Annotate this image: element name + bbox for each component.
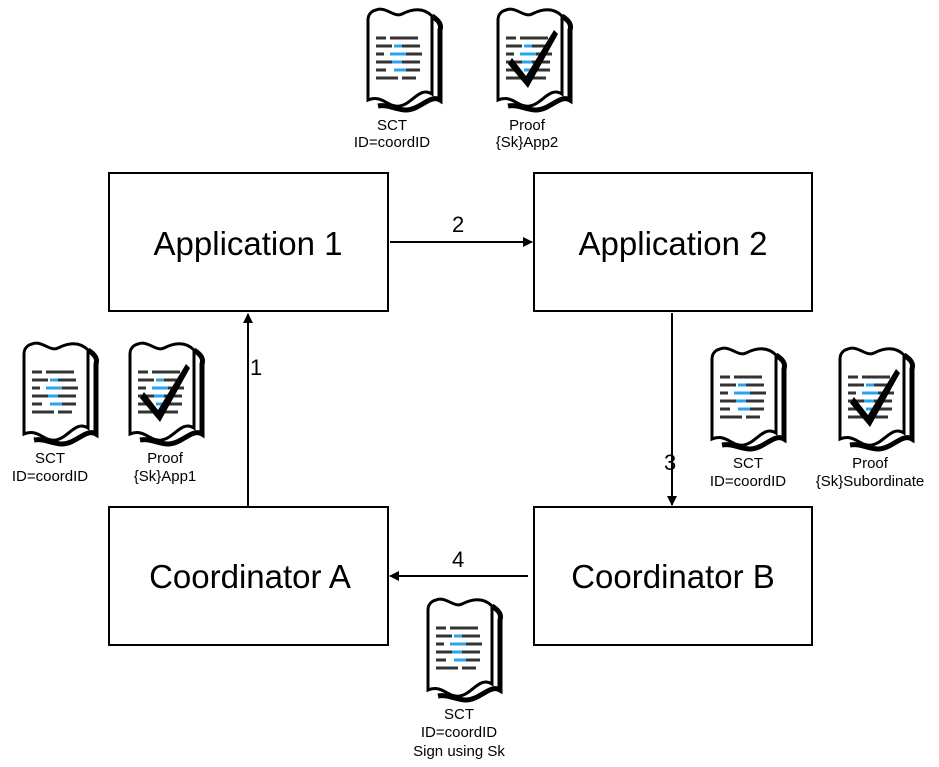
top-proof-caption-line2: {Sk}App2: [496, 134, 559, 151]
right-sct-caption-line1: SCT: [733, 455, 763, 472]
signed-document-icon: [130, 343, 203, 444]
top-sct-document: SCT ID=coordID: [354, 9, 441, 151]
top-proof-caption-line1: Proof: [509, 117, 546, 134]
step-1-label: 1: [250, 355, 262, 380]
node-coordinator-a: Coordinator A: [108, 506, 389, 646]
signed-document-icon: [498, 9, 571, 110]
step-2-label: 2: [452, 212, 464, 237]
step-4-label: 4: [452, 547, 464, 572]
top-sct-caption-line2: ID=coordID: [354, 134, 430, 151]
signed-document-icon: [840, 348, 913, 449]
bottom-sct-caption-line2: ID=coordID: [421, 724, 497, 741]
node-coordinator-b: Coordinator B: [533, 506, 813, 646]
bottom-sct-caption-line1: SCT: [444, 706, 474, 723]
node-coordinator-b-label: Coordinator B: [571, 558, 775, 595]
left-sct-caption-line2: ID=coordID: [12, 468, 88, 485]
node-application-2-label: Application 2: [579, 225, 768, 262]
right-proof-caption-line1: Proof: [852, 455, 889, 472]
right-proof-document: Proof {Sk}Subordinate: [816, 348, 924, 490]
node-application-2: Application 2: [533, 172, 813, 312]
left-sct-document: SCT ID=coordID: [12, 343, 97, 485]
step-3-label: 3: [664, 450, 676, 475]
right-sct-caption-line2: ID=coordID: [710, 473, 786, 490]
right-sct-document: SCT ID=coordID: [710, 348, 786, 490]
document-icon: [712, 348, 785, 449]
document-icon: [368, 9, 441, 110]
left-proof-caption-line2: {Sk}App1: [134, 468, 197, 485]
document-icon: [428, 599, 501, 700]
node-application-1: Application 1: [108, 172, 389, 312]
document-icon: [24, 343, 97, 444]
left-proof-caption-line1: Proof: [147, 450, 184, 467]
bottom-sct-caption-line3: Sign using Sk: [413, 743, 505, 760]
top-sct-caption-line1: SCT: [377, 117, 407, 134]
left-sct-caption-line1: SCT: [35, 450, 65, 467]
node-application-1-label: Application 1: [154, 225, 343, 262]
left-proof-document: Proof {Sk}App1: [130, 343, 203, 485]
bottom-sct-document: SCT ID=coordID Sign using Sk: [413, 599, 505, 760]
right-proof-caption-line2: {Sk}Subordinate: [816, 473, 924, 490]
node-coordinator-a-label: Coordinator A: [149, 558, 351, 595]
top-proof-document: Proof {Sk}App2: [496, 9, 571, 151]
